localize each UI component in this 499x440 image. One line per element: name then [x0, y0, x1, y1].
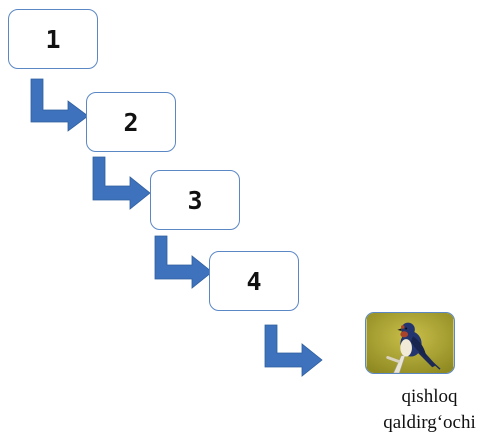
- result-caption: qishloq qaldirg‘ochi: [360, 384, 499, 436]
- elbow-arrow-4-to-result: [264, 324, 323, 377]
- step-box-2: 2: [86, 92, 176, 152]
- step-box-3: 3: [150, 170, 240, 230]
- step-box-4: 4: [209, 251, 299, 311]
- caption-line-1: qishloq: [401, 386, 458, 407]
- elbow-arrow-1-to-2: [30, 78, 89, 132]
- elbow-arrow-3-to-4: [154, 235, 213, 289]
- caption-line-2: qaldirg‘ochi: [383, 412, 476, 433]
- barn-swallow-photo: [365, 312, 455, 374]
- elbow-arrow-2-to-3: [92, 156, 151, 210]
- step-box-1: 1: [8, 9, 98, 69]
